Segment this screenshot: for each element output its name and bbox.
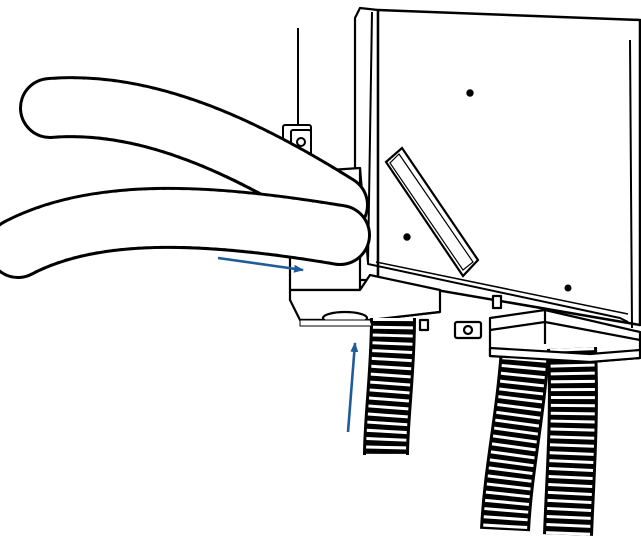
- right-connection-block: [418, 294, 641, 364]
- right-bottom-ducts: [480, 346, 598, 536]
- side-entry-arrow: [217, 256, 304, 273]
- bottom-duct: [363, 317, 416, 456]
- box-front-overlay: [299, 319, 641, 364]
- indicator-arrows: [217, 256, 359, 433]
- upper-side-duct: [19, 76, 369, 236]
- lower-side-duct: [0, 186, 371, 279]
- bottom-entry-arrow: [346, 342, 359, 433]
- inspection-window: [384, 146, 480, 278]
